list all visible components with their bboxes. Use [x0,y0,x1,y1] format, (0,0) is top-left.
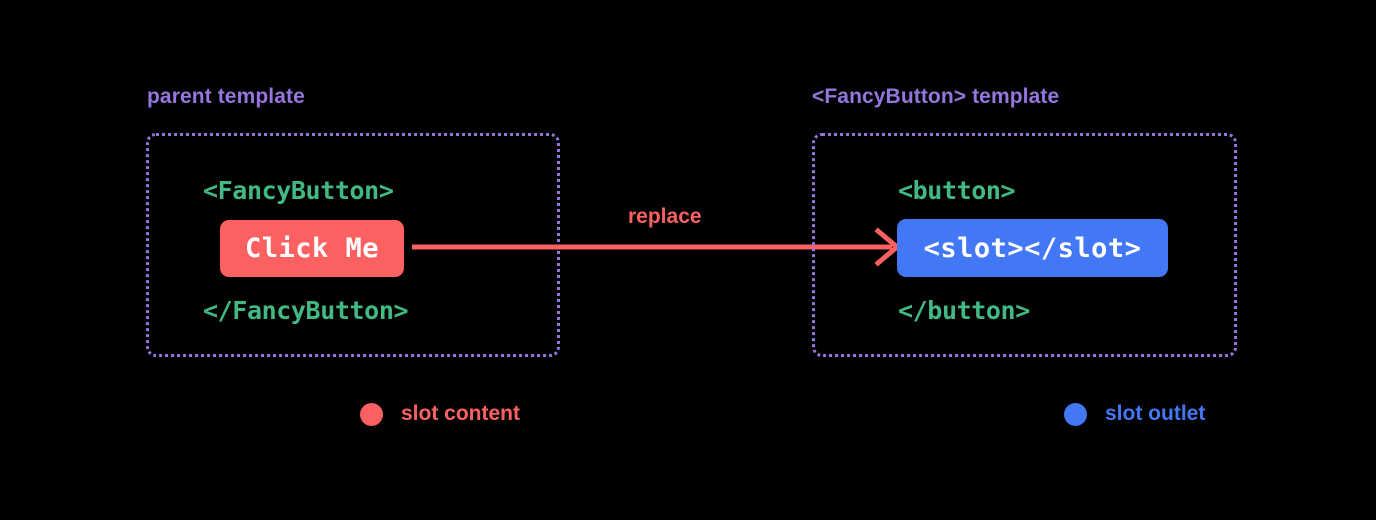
parent-template-caption: parent template [147,85,305,108]
slot-content-swatch-icon [360,402,383,426]
legend-label-slot-outlet: slot outlet [1105,402,1206,425]
slot-outlet-swatch-icon [1064,402,1087,426]
fancybutton-close-tag: </button> [898,296,1030,325]
fancybutton-open-tag: <button> [898,176,1016,205]
replace-arrow-label: replace [628,205,702,228]
fancybutton-template-panel [812,133,1237,357]
legend-item-slot-outlet: slot outlet [1064,402,1205,426]
legend-label-slot-content: slot content [401,402,520,425]
legend-item-slot-content: slot content [360,402,520,426]
parent-close-tag: </FancyButton> [203,296,409,325]
slot-outlet-chip[interactable]: <slot></slot> [897,219,1168,277]
slot-content-chip[interactable]: Click Me [220,220,404,277]
parent-open-tag: <FancyButton> [203,176,394,205]
fancybutton-template-caption: <FancyButton> template [812,85,1060,108]
